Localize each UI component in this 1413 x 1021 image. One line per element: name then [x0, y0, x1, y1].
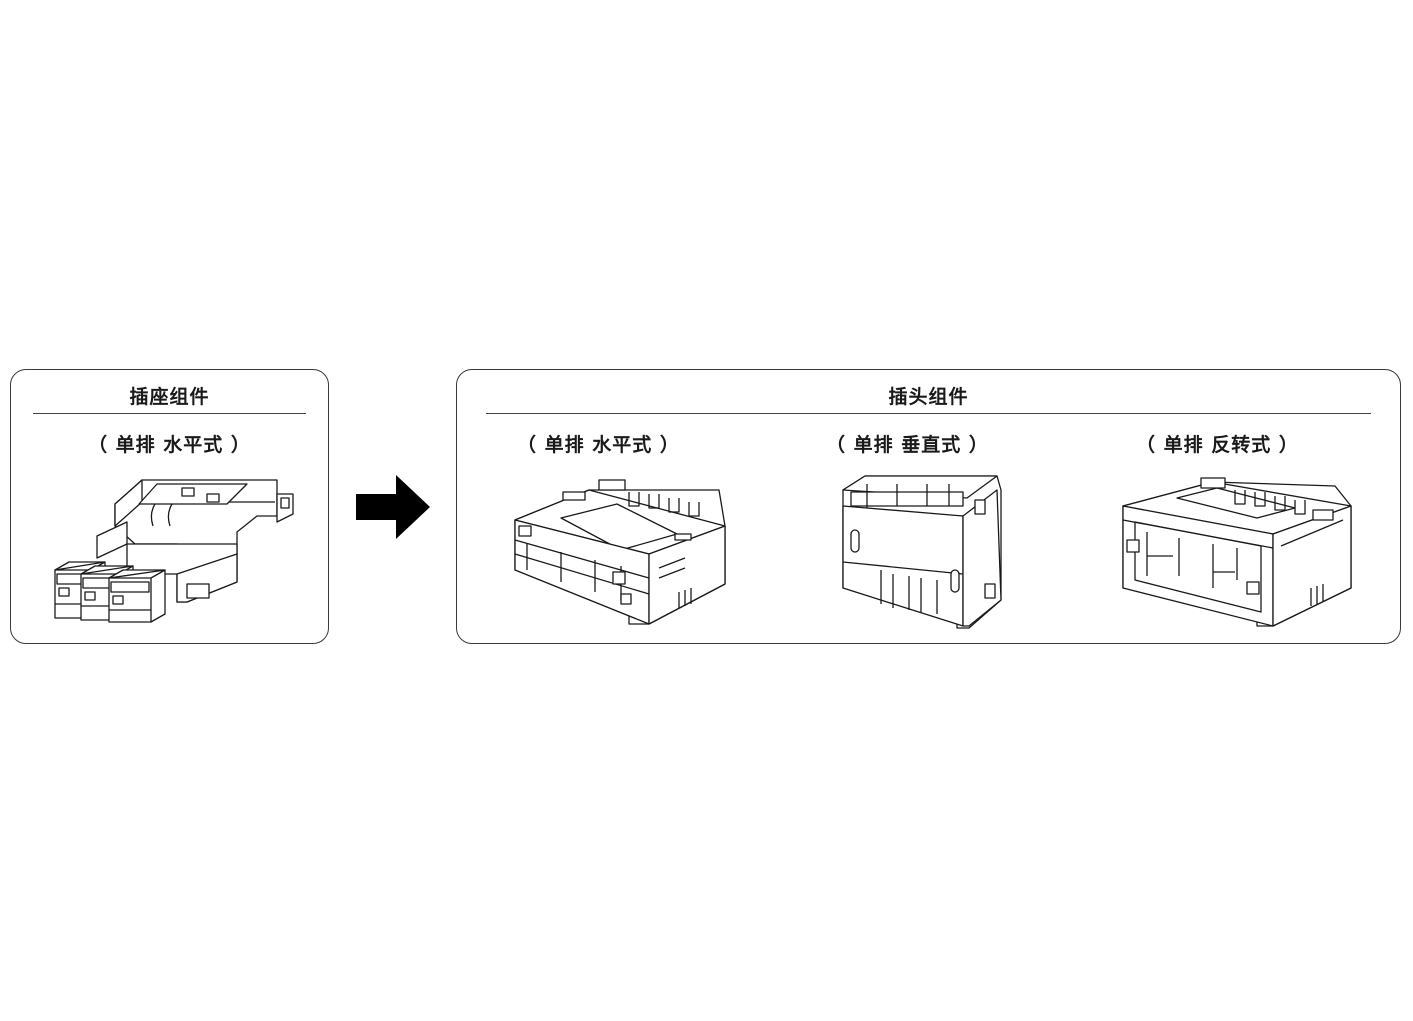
header-vertical-drawing	[842, 475, 1002, 629]
header-assembly-title: 插头组件	[888, 386, 969, 408]
socket-assembly-title: 插座组件	[129, 386, 210, 408]
right-arrow-icon	[356, 475, 430, 539]
header-horizontal-drawing	[514, 479, 726, 625]
header-vertical-label: （ 单排 垂直式 ）	[826, 434, 989, 456]
header-reverse-label: （ 单排 反转式 ）	[1136, 434, 1299, 456]
header-assembly-panel: 插头组件 （ 单排 水平式 ） （ 单排 垂直式 ） （ 单排 反转式 ）	[456, 369, 1401, 644]
header-reverse-drawing	[1122, 477, 1352, 627]
header-horizontal-label: （ 单排 水平式 ）	[517, 434, 680, 456]
socket-assembly-panel: 插座组件 （ 单排 水平式 ）	[10, 369, 329, 644]
title-divider	[486, 413, 1371, 414]
socket-connector-drawing	[54, 479, 294, 623]
title-divider	[33, 413, 306, 414]
socket-horizontal-label: （ 单排 水平式 ）	[88, 434, 251, 456]
